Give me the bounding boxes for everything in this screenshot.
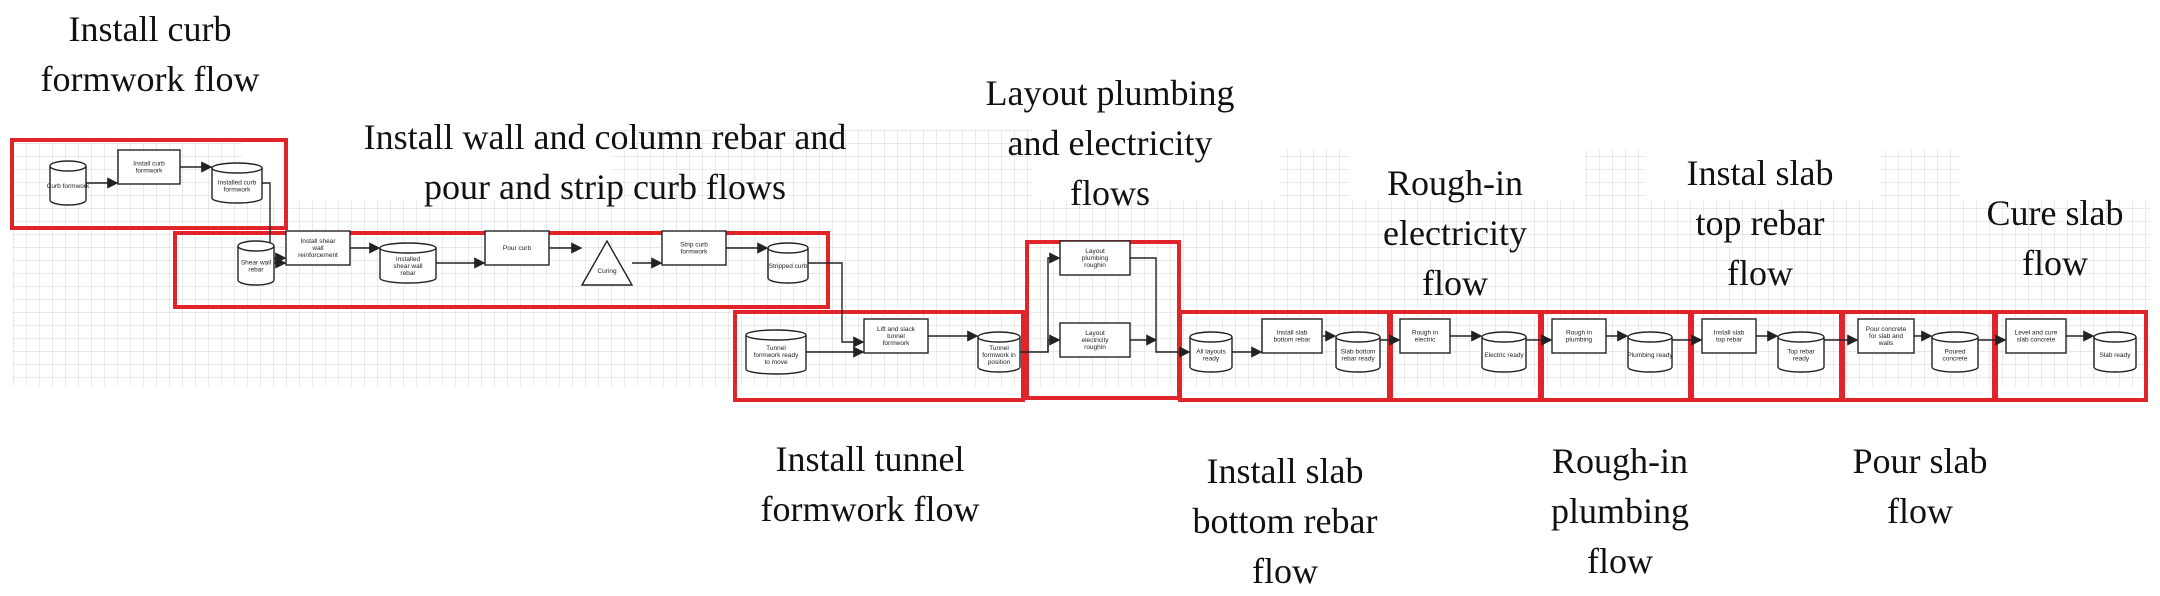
edge-plumbing-layout-to-bottom [1130, 257, 1191, 358]
node-label-plumbing-1: Plumbing ready [1627, 352, 1673, 359]
node-cure-slab-1: Slab ready [2093, 331, 2137, 373]
group-curb-formwork [10, 138, 288, 230]
group-cure-slab [1994, 310, 2148, 402]
node-plumbing-1: Plumbing ready [1627, 331, 1673, 373]
edge-tunnel-to-plumbing-layout [1047, 252, 1061, 352]
node-label-electricity-1: Electric ready [1484, 352, 1524, 359]
node-label-cure-slab-1: Slab ready [2099, 352, 2131, 359]
node-label-wall-rebar-6: Stripped curb [769, 263, 808, 270]
node-electricity-1: Electric ready [1481, 331, 1527, 373]
node-label-wall-rebar-3: Pour curb [503, 245, 532, 252]
node-label-curb-formwork-0: Curb formwork [47, 183, 90, 190]
node-curb-formwork-0: Curb formwork [47, 160, 90, 206]
node-wall-rebar-3: Pour curb [484, 230, 550, 266]
edge-curb-to-wall [262, 182, 287, 264]
group-tunnel-formwork [733, 310, 1025, 402]
edge-wall-to-tunnel [808, 262, 865, 348]
node-label-wall-rebar-4: Curing [597, 268, 617, 275]
node-wall-rebar-6: Stripped curb [767, 242, 809, 284]
edge-tunnel-to-electric-layout [1020, 334, 1061, 353]
node-wall-rebar-4: Curing [580, 239, 634, 286]
